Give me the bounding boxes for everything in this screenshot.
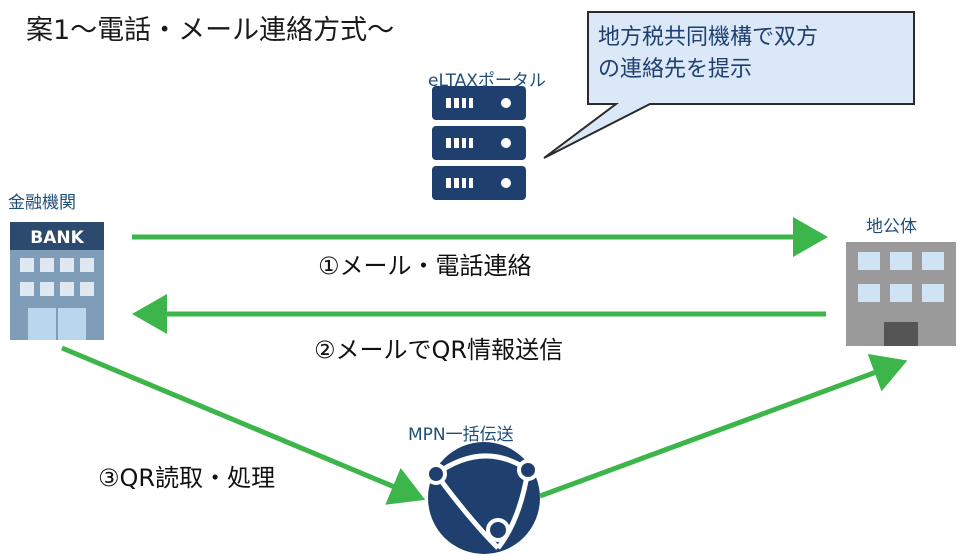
page-title: 案1〜電話・メール連絡方式〜: [26, 15, 395, 46]
callout-box: [543, 11, 915, 159]
bank-label: 金融機関: [8, 193, 76, 213]
flow-2-label: ②メールでQR情報送信: [314, 336, 564, 364]
callout-line-1: 地方税共同機構で双方: [598, 25, 819, 50]
callout-text: 地方税共同機構で双方 の連絡先を提示: [598, 22, 898, 86]
mpn-label: MPN一括伝送: [408, 425, 514, 445]
arrow-flow-4: [539, 353, 908, 499]
flow-3-label: ③QR読取・処理: [98, 464, 276, 492]
server-icon: [432, 86, 526, 200]
network-globe-icon: [425, 442, 540, 554]
flow-1-label: ①メール・電話連絡: [318, 252, 532, 280]
bank-building-icon: BANK: [10, 222, 104, 340]
portal-label: eLTAXポータル: [428, 71, 546, 91]
government-label: 地公体: [866, 217, 917, 237]
arrow-flow-3: [61, 345, 426, 505]
bank-sign: BANK: [30, 228, 84, 248]
callout-line-2: の連絡先を提示: [598, 57, 753, 82]
government-building-icon: [846, 242, 956, 346]
